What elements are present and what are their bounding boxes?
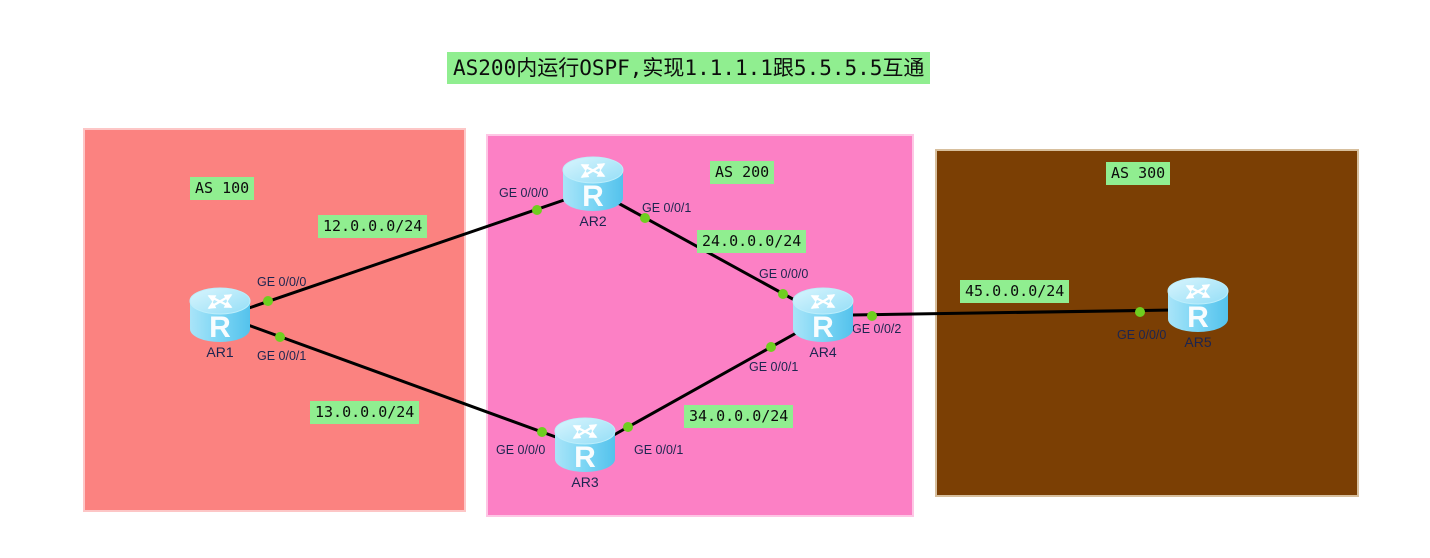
subnet-label-12: 12.0.0.0/24 bbox=[318, 215, 428, 238]
port-dot-ar1-ge000 bbox=[263, 296, 273, 306]
port-dot-ar2-ge001 bbox=[640, 213, 650, 223]
subnet-label-24: 24.0.0.0/24 bbox=[697, 230, 807, 253]
as100-region bbox=[83, 128, 466, 512]
router-icon bbox=[553, 416, 617, 474]
port-dot-ar3-ge001 bbox=[623, 422, 633, 432]
as100-label: AS 100 bbox=[190, 177, 255, 200]
router-ar3[interactable]: AR3 bbox=[553, 416, 617, 492]
ar4-if-ge001-label: GE 0/0/1 bbox=[749, 360, 799, 374]
link-ar4-ar5[interactable] bbox=[851, 308, 1173, 317]
ar4-if-ge000-label: GE 0/0/0 bbox=[759, 267, 809, 281]
port-dot-ar4-ge001 bbox=[766, 342, 776, 352]
router-ar1-name: AR1 bbox=[206, 344, 234, 360]
port-dot-ar2-ge000 bbox=[532, 205, 542, 215]
ar2-if-ge000-label: GE 0/0/0 bbox=[499, 186, 549, 200]
router-ar1[interactable]: AR1 bbox=[188, 286, 252, 362]
subnet-label-34: 34.0.0.0/24 bbox=[684, 405, 794, 428]
router-ar5[interactable]: AR5 bbox=[1166, 276, 1230, 352]
ar4-if-ge002-label: GE 0/0/2 bbox=[852, 322, 902, 336]
port-dot-ar5-ge000 bbox=[1135, 307, 1145, 317]
ar3-if-ge001-label: GE 0/0/1 bbox=[634, 443, 684, 457]
subnet-label-45: 45.0.0.0/24 bbox=[960, 280, 1070, 303]
link-ar1-ar2[interactable] bbox=[245, 196, 571, 311]
router-icon bbox=[561, 155, 625, 213]
ar5-if-ge000-label: GE 0/0/0 bbox=[1117, 328, 1167, 342]
port-dot-ar3-ge000 bbox=[537, 427, 547, 437]
as300-region bbox=[935, 149, 1359, 497]
ar1-if-ge000-label: GE 0/0/0 bbox=[257, 275, 307, 289]
diagram-title: AS200内运行OSPF,实现1.1.1.1跟5.5.5.5互通 bbox=[447, 52, 931, 85]
as300-label: AS 300 bbox=[1106, 162, 1171, 185]
as200-label: AS 200 bbox=[710, 161, 775, 184]
port-dot-ar1-ge001 bbox=[275, 332, 285, 342]
router-ar2-name: AR2 bbox=[579, 213, 607, 229]
ar1-if-ge001-label: GE 0/0/1 bbox=[257, 349, 307, 363]
router-ar3-name: AR3 bbox=[571, 474, 599, 490]
link-ar1-ar3[interactable] bbox=[247, 323, 565, 442]
port-dot-ar4-ge000 bbox=[778, 289, 788, 299]
ar2-if-ge001-label: GE 0/0/1 bbox=[642, 201, 692, 215]
router-icon bbox=[188, 286, 252, 344]
router-ar2[interactable]: AR2 bbox=[561, 155, 625, 231]
router-ar4[interactable]: AR4 bbox=[791, 286, 855, 362]
router-ar5-name: AR5 bbox=[1184, 334, 1212, 350]
subnet-label-13: 13.0.0.0/24 bbox=[310, 401, 420, 424]
port-dot-ar4-ge002 bbox=[867, 311, 877, 321]
router-icon bbox=[791, 286, 855, 344]
router-icon bbox=[1166, 276, 1230, 334]
ar3-if-ge000-label: GE 0/0/0 bbox=[496, 443, 546, 457]
router-ar4-name: AR4 bbox=[809, 344, 837, 360]
